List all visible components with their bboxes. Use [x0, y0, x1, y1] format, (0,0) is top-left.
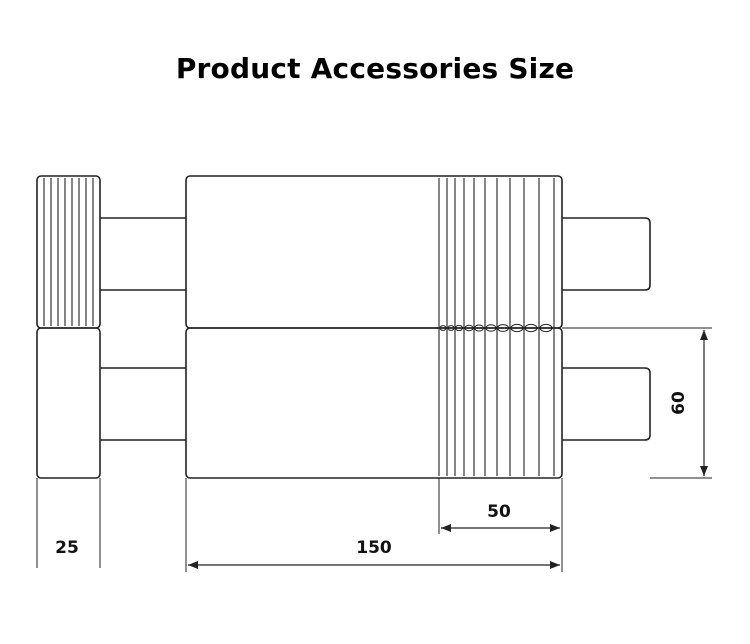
dim-label-150: 150 — [356, 538, 392, 558]
right-shaft-top — [562, 217, 651, 291]
left-roller-top — [36, 175, 101, 329]
main-roller-grooves — [438, 178, 555, 476]
page-title: Product Accessories Size — [175, 52, 575, 85]
dim-label-25: 25 — [55, 538, 79, 558]
main-roller-top — [185, 175, 563, 329]
left-shaft-top — [100, 217, 186, 291]
right-shaft-bottom — [562, 367, 651, 441]
dim-label-60: 60 — [669, 391, 689, 415]
extension-lines — [36, 327, 712, 572]
main-roller-bottom — [185, 327, 563, 479]
dim-label-50: 50 — [487, 502, 511, 522]
left-roller-bottom — [36, 327, 101, 479]
seam-notches — [439, 323, 553, 333]
left-shaft-bottom — [100, 367, 186, 441]
left-roller-grooves — [43, 178, 94, 326]
